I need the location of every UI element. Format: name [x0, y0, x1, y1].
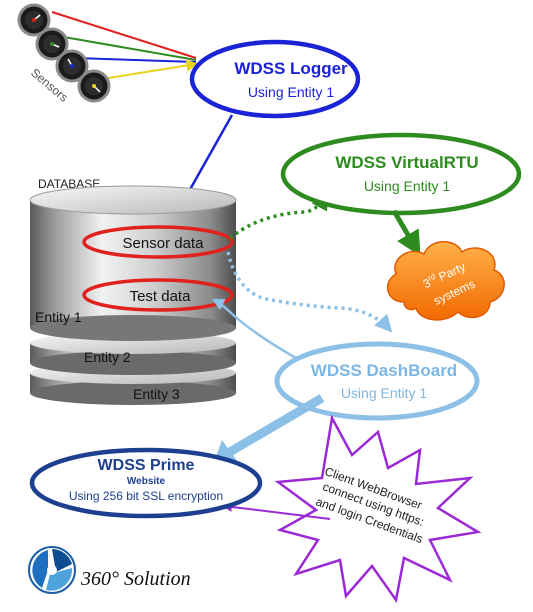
test-data-item: Test data [82, 278, 234, 312]
dashboard-node: WDSS DashBoard Using Entity 1 [274, 341, 480, 421]
dashboard-to-prime-arrow [214, 394, 325, 462]
logger-node: WDSS Logger Using Entity 1 [189, 39, 361, 119]
virtualrtu-title: WDSS VirtualRTU [335, 153, 478, 172]
sensor-gauge-icon [55, 49, 89, 83]
test-data-label: Test data [130, 288, 192, 305]
logo-mark-icon [28, 546, 76, 594]
prime-title: WDSS Prime [98, 457, 195, 474]
entity-1-body [29, 185, 237, 341]
client-browser-starburst: Client WebBrowser connect using https: a… [274, 414, 482, 604]
virtualrtu-subtitle: Using Entity 1 [364, 178, 451, 194]
wire-blue [74, 57, 197, 63]
dashboard-subtitle: Using Entity 1 [341, 385, 428, 401]
wire-red [51, 11, 197, 59]
dashboard-title: WDSS DashBoard [311, 361, 457, 380]
sensor-wires [51, 11, 199, 81]
sensor-gauge-icon [77, 69, 111, 103]
logger-title: WDSS Logger [234, 59, 348, 78]
sensor-gauge-icon [35, 27, 69, 61]
wire-yellow [95, 59, 199, 81]
logo-text: 360° Solution [80, 568, 191, 590]
logo: 360° Solution [28, 546, 191, 594]
browser-to-prime-arrow [222, 502, 331, 520]
prime-detail: Using 256 bit SSL encryption [69, 489, 223, 503]
prime-node: WDSS Prime Website Using 256 bit SSL enc… [29, 447, 263, 519]
wire-green [57, 35, 197, 61]
entity-2-label: Entity 2 [84, 349, 131, 365]
logger-subtitle: Using Entity 1 [248, 84, 335, 100]
dashboard-to-test-data-arrow [211, 298, 323, 374]
entity-3-label: Entity 3 [133, 386, 180, 402]
sensor-data-to-dashboard-connector [226, 251, 393, 333]
prime-subtitle: Website [127, 476, 166, 487]
sensor-data-label: Sensor data [123, 235, 205, 252]
third-party-cloud: 3rd Party systems [386, 241, 505, 321]
sensors-group: Sensors [17, 3, 111, 105]
database-cylinder [29, 185, 237, 405]
virtualrtu-to-third-party-arrow [391, 209, 421, 257]
sensor-gauge-icon [17, 3, 51, 37]
entity-1-label: Entity 1 [35, 309, 82, 325]
sensor-data-item: Sensor data [82, 225, 234, 259]
virtualrtu-node: WDSS VirtualRTU Using Entity 1 [280, 132, 522, 216]
